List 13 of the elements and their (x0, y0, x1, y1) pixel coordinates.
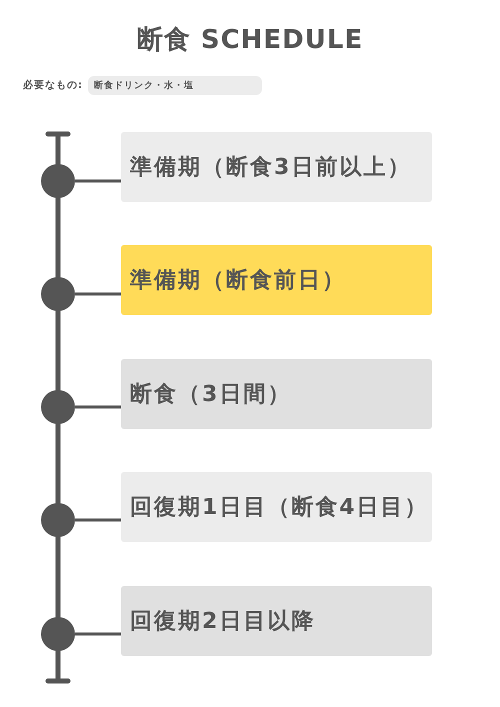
stage-box: 準備期（断食前日） (121, 245, 432, 315)
connector-line (75, 180, 121, 182)
connector-line (75, 406, 121, 408)
stage-box: 回復期2日目以降 (121, 586, 432, 656)
title: 断食 SCHEDULE (136, 24, 364, 57)
text-field: 断食ドリンク・水・塩 (88, 76, 262, 95)
stage-box: 回復期1日目（断食4日目） (121, 472, 432, 542)
connector-line (75, 632, 121, 636)
stage-box: 準備期（断食3日前以上） (121, 132, 432, 202)
stage-box: 断食（3日間） (121, 359, 432, 429)
field-label: 必要なもの: (23, 78, 83, 92)
connector-line (75, 518, 121, 522)
connector-line (75, 292, 121, 296)
